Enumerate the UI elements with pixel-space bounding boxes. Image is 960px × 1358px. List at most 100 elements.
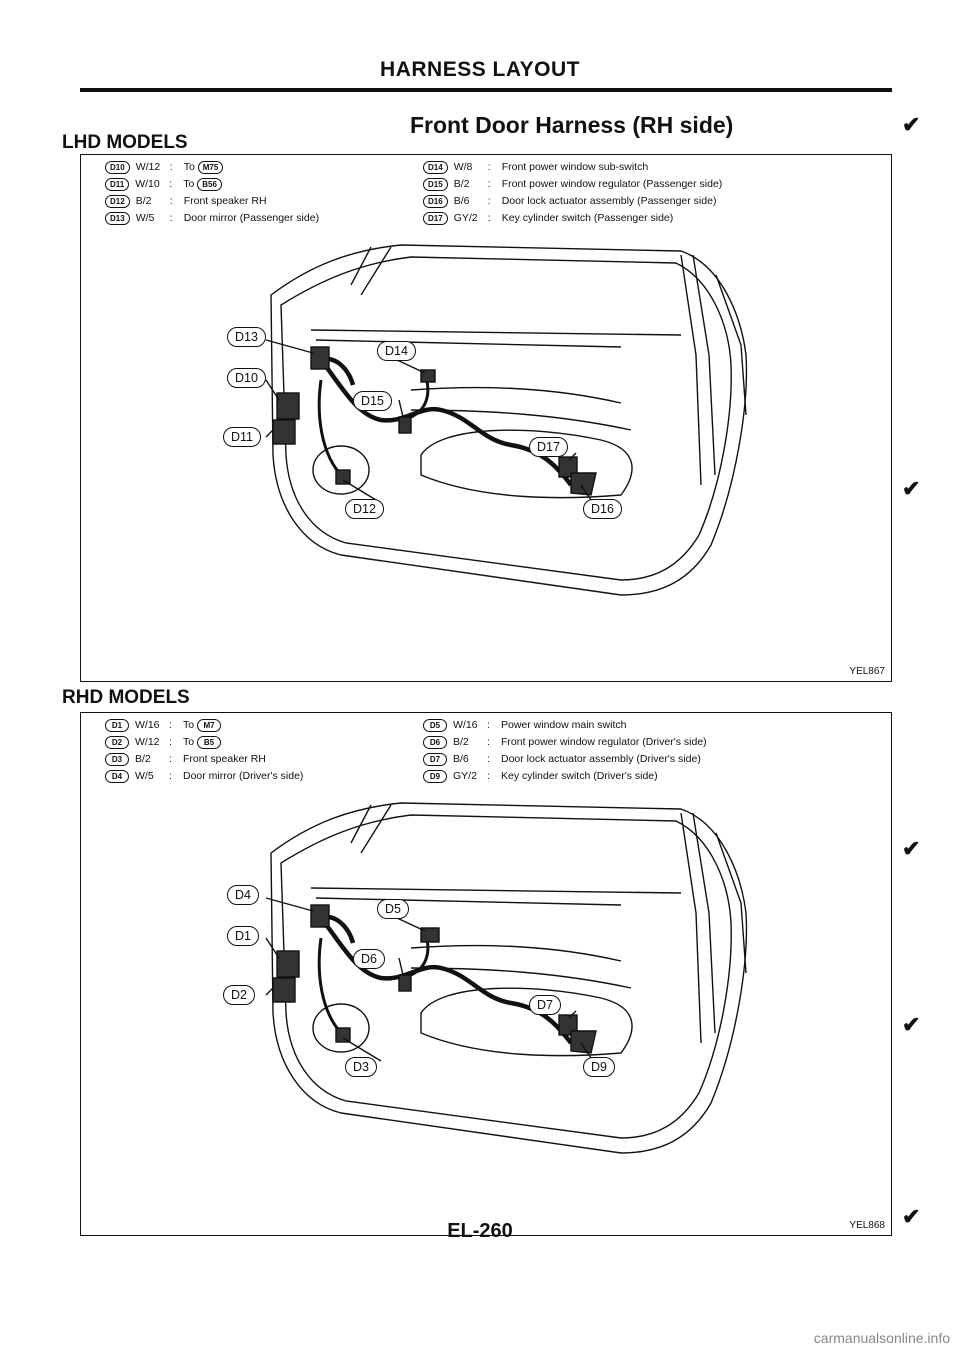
connector-desc: To	[183, 719, 195, 731]
connector-pill: D16	[423, 194, 448, 208]
page-number: EL-260	[447, 1220, 513, 1242]
figure-code: YEL868	[849, 1220, 885, 1231]
connector-desc: Door mirror (Driver's side)	[183, 770, 304, 782]
callout-d11: D11	[223, 427, 262, 447]
callout-d12: D12	[345, 499, 384, 519]
wire-color: W/16	[453, 719, 478, 731]
callout-d2: D2	[223, 985, 255, 1005]
connector-desc: Door lock actuator assembly (Passenger s…	[501, 195, 717, 207]
connector-desc: Front power window regulator (Driver's s…	[501, 736, 707, 748]
connector-pill: D15	[423, 177, 448, 191]
wire-color: B/6	[453, 195, 470, 207]
callout-d10: D10	[227, 368, 266, 388]
ref-pill: B56	[197, 177, 222, 191]
wire-color: B/2	[135, 753, 151, 765]
margin-check-icon: ✔	[902, 1012, 921, 1037]
callout-d14: D14	[377, 341, 416, 361]
figure-code: YEL867	[849, 666, 885, 677]
rhd-section-label: RHD MODELS	[62, 687, 190, 708]
connector-desc: Key cylinder switch (Passenger side)	[501, 212, 674, 224]
wire-color: W/5	[135, 770, 154, 782]
callout-d9: D9	[583, 1057, 615, 1077]
connector-desc: Door mirror (Passenger side)	[183, 212, 320, 224]
connector-desc: Key cylinder switch (Driver's side)	[501, 770, 658, 782]
wire-color: W/5	[135, 212, 155, 224]
rhd-door-illustration	[265, 802, 748, 1154]
watermark: carmanualsonline.info	[813, 1330, 950, 1346]
connector-desc: Front speaker RH	[183, 195, 267, 207]
connector-pill: D3	[105, 752, 129, 766]
connector-pill: D5	[423, 718, 447, 732]
header-rule	[80, 88, 892, 92]
callout-d15: D15	[353, 391, 392, 411]
margin-check-icon: ✔	[902, 1204, 921, 1229]
connector-pill: D13	[105, 211, 130, 225]
connector-desc: Front power window sub-switch	[501, 161, 649, 173]
connector-desc: Front power window regulator (Passenger …	[501, 178, 723, 190]
lhd-door-illustration	[265, 244, 748, 596]
callout-d13: D13	[227, 327, 266, 347]
wire-color: B/6	[453, 753, 469, 765]
wire-color: B/2	[453, 178, 470, 190]
wire-color: B/2	[453, 736, 469, 748]
ref-pill: M7	[197, 718, 222, 732]
wire-color: W/8	[453, 161, 473, 173]
connector-desc: To	[183, 178, 195, 190]
wire-color: W/12	[135, 161, 161, 173]
margin-check-icon: ✔	[902, 836, 921, 861]
diagram-title: Front Door Harness (RH side)	[410, 112, 734, 138]
wire-color: W/16	[135, 719, 160, 731]
callout-d6: D6	[353, 949, 385, 969]
connector-pill: D11	[105, 177, 130, 191]
lhd-section-label: LHD MODELS	[62, 132, 188, 153]
wire-color: W/12	[135, 736, 160, 748]
callout-d17: D17	[529, 437, 568, 457]
connector-pill: D7	[423, 752, 447, 766]
wire-color: GY/2	[453, 212, 478, 224]
connector-desc: To	[183, 736, 195, 748]
page-title: HARNESS LAYOUT	[380, 58, 580, 81]
connector-pill: D6	[423, 735, 447, 749]
connector-desc: Door lock actuator assembly (Driver's si…	[501, 753, 701, 765]
margin-check-icon: ✔	[902, 112, 921, 137]
margin-check-icon: ✔	[902, 476, 921, 501]
connector-pill: D9	[423, 769, 447, 783]
ref-pill: M75	[197, 160, 224, 174]
connector-desc: To	[183, 161, 195, 173]
callout-d3: D3	[345, 1057, 377, 1077]
connector-desc: Power window main switch	[501, 719, 627, 731]
callout-d7: D7	[529, 995, 561, 1015]
connector-pill: D17	[423, 211, 448, 225]
callout-d1: D1	[227, 926, 259, 946]
wire-color: B/2	[135, 195, 152, 207]
connector-pill: D1	[105, 718, 129, 732]
connector-pill: D12	[105, 194, 130, 208]
wire-color: GY/2	[453, 770, 477, 782]
connector-pill: D4	[105, 769, 129, 783]
connector-desc: Front speaker RH	[183, 753, 266, 765]
callout-d5: D5	[377, 899, 409, 919]
connector-pill: D2	[105, 735, 129, 749]
callout-d4: D4	[227, 885, 259, 905]
connector-pill: D10	[105, 160, 130, 174]
connector-pill: D14	[423, 160, 448, 174]
callout-d16: D16	[583, 499, 622, 519]
ref-pill: B5	[197, 735, 222, 749]
